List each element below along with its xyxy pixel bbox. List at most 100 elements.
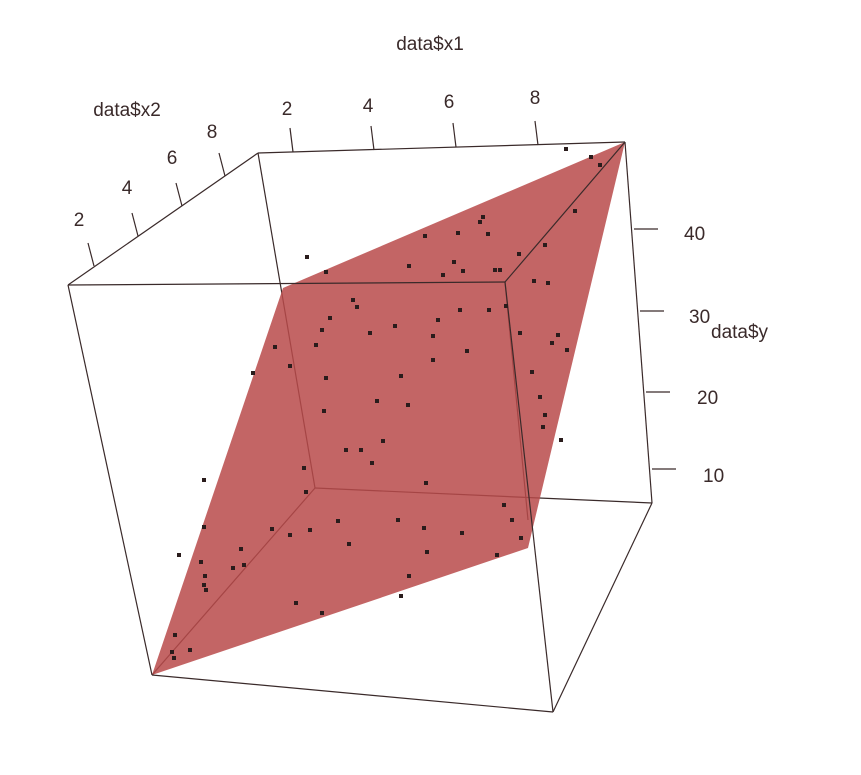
x2-tick-mark	[131, 212, 139, 237]
data-point	[320, 611, 324, 615]
data-point	[347, 542, 351, 546]
data-point	[407, 574, 411, 578]
data-point	[519, 536, 523, 540]
data-point	[487, 308, 491, 312]
data-point	[502, 503, 506, 507]
data-point	[423, 234, 427, 238]
data-point	[399, 594, 403, 598]
x1-axis: 2 4 6 8 data$x1	[282, 34, 541, 153]
box-front-edges	[67, 141, 653, 713]
data-point	[320, 328, 324, 332]
data-point	[538, 395, 542, 399]
data-point	[461, 269, 465, 273]
x1-tick-label: 2	[282, 99, 293, 120]
data-point	[543, 413, 547, 417]
y-tick-label: 30	[689, 307, 710, 328]
data-point	[324, 270, 328, 274]
y-axis: 10 20 30 40 data$y	[634, 224, 769, 487]
box-edge	[67, 284, 153, 676]
data-point	[598, 163, 602, 167]
data-point	[458, 308, 462, 312]
data-point	[381, 439, 385, 443]
data-point	[302, 466, 306, 470]
data-point	[324, 376, 328, 380]
data-point	[424, 481, 428, 485]
y-axis-label: data$y	[711, 322, 769, 343]
data-point	[543, 243, 547, 247]
data-point	[204, 588, 208, 592]
x2-tick-mark	[87, 242, 95, 267]
data-point	[564, 147, 568, 151]
data-point	[336, 519, 340, 523]
data-points	[170, 147, 602, 660]
data-point	[396, 518, 400, 522]
data-point	[270, 527, 274, 531]
data-point	[431, 334, 435, 338]
data-point	[203, 574, 207, 578]
x1-tick-label: 4	[363, 96, 374, 117]
data-point	[239, 547, 243, 551]
data-point	[173, 633, 177, 637]
y-tick-label: 10	[703, 466, 724, 487]
data-point	[393, 324, 397, 328]
data-point	[504, 304, 508, 308]
x1-axis-label: data$x1	[396, 34, 464, 55]
data-point	[202, 478, 206, 482]
data-point	[399, 374, 403, 378]
data-point	[304, 490, 308, 494]
x1-tick-mark	[289, 127, 294, 153]
x2-axis: 2 4 6 8 data$x2	[74, 100, 226, 267]
data-point	[328, 316, 332, 320]
data-point	[355, 305, 359, 309]
data-point	[556, 333, 560, 337]
data-point	[550, 341, 554, 345]
data-point	[518, 331, 522, 335]
x2-tick-mark	[175, 182, 183, 207]
data-point	[478, 220, 482, 224]
box-edge	[257, 141, 626, 154]
data-point	[370, 461, 374, 465]
data-point	[407, 264, 411, 268]
data-point	[251, 371, 255, 375]
data-point	[452, 260, 456, 264]
data-point	[456, 231, 460, 235]
box-edge	[67, 152, 259, 286]
x2-tick-label: 6	[167, 148, 178, 169]
x2-tick-label: 2	[74, 210, 85, 231]
y-tick-label: 20	[697, 388, 718, 409]
box-edge	[624, 141, 653, 504]
data-point	[436, 318, 440, 322]
data-point	[172, 656, 176, 660]
data-point	[188, 648, 192, 652]
x1-tick-label: 8	[530, 88, 541, 109]
data-point	[322, 409, 326, 413]
data-point	[202, 525, 206, 529]
data-point	[481, 215, 485, 219]
box-edge	[67, 281, 506, 286]
y-tick-label: 40	[684, 224, 705, 245]
data-point	[425, 550, 429, 554]
data-point	[273, 345, 277, 349]
data-point	[510, 518, 514, 522]
x1-tick-label: 6	[444, 92, 455, 113]
data-point	[517, 252, 521, 256]
data-point	[351, 298, 355, 302]
x1-tick-mark	[534, 120, 539, 146]
data-point	[573, 209, 577, 213]
data-point	[559, 438, 563, 442]
data-point	[242, 563, 246, 567]
x2-axis-label: data$x2	[93, 100, 161, 121]
data-point	[565, 348, 569, 352]
data-point	[530, 370, 534, 374]
data-point	[532, 279, 536, 283]
data-point	[170, 650, 174, 654]
box-edge	[151, 674, 554, 713]
data-point	[294, 601, 298, 605]
x1-tick-mark	[452, 122, 457, 148]
box-edge	[552, 502, 653, 713]
data-point	[231, 566, 235, 570]
data-point	[406, 403, 410, 407]
data-point	[589, 155, 593, 159]
x2-tick-mark	[218, 152, 226, 177]
